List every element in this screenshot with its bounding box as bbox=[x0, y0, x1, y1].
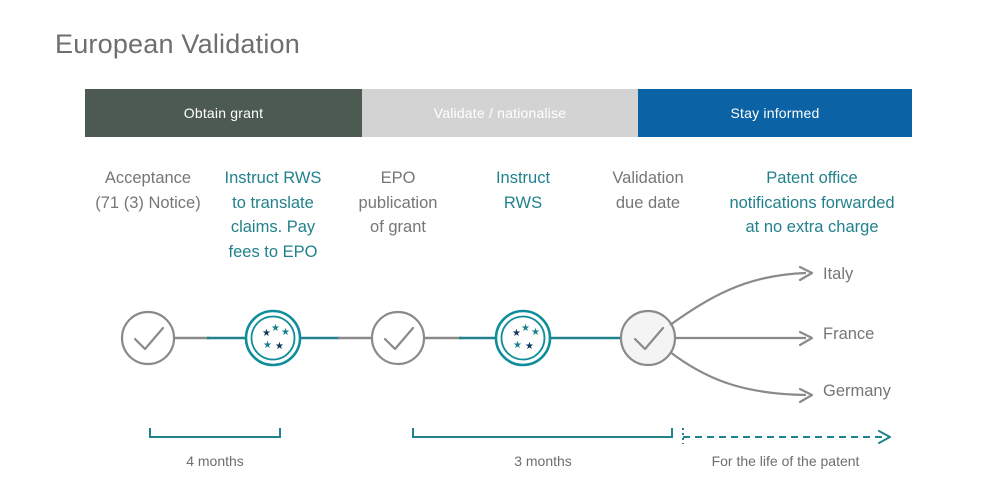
svg-text:★: ★ bbox=[275, 341, 284, 352]
eu-stars-icon: ★ ★ ★ ★ ★ bbox=[512, 323, 540, 352]
svg-text:★: ★ bbox=[262, 328, 271, 339]
arrowhead-icon bbox=[798, 330, 814, 347]
duration-label-4-months: 4 months bbox=[186, 453, 244, 469]
phase-segment-validate-nationalise[interactable]: Validate / nationalise bbox=[362, 89, 638, 137]
duration-label-life-of-patent: For the life of the patent bbox=[711, 453, 860, 469]
duration-label-3-months: 3 months bbox=[514, 453, 572, 469]
duration-bracket-4-months bbox=[149, 428, 281, 438]
svg-text:★: ★ bbox=[525, 341, 534, 352]
milestone-check-circle-3[interactable] bbox=[619, 309, 677, 367]
svg-text:★: ★ bbox=[263, 340, 272, 351]
branch-label-italy: Italy bbox=[823, 265, 854, 283]
arrowhead-icon bbox=[798, 265, 814, 282]
svg-text:★: ★ bbox=[281, 327, 290, 338]
step-caption-acceptance: Acceptance(71 (3) Notice) bbox=[95, 169, 201, 212]
svg-text:★: ★ bbox=[512, 328, 521, 339]
arrowhead-icon bbox=[878, 430, 891, 444]
milestone-eu-stars-circle-2[interactable]: ★ ★ ★ ★ ★ bbox=[494, 309, 552, 367]
phase-bar: Obtain grant Validate / nationalise Stay… bbox=[85, 89, 912, 137]
phase-segment-stay-informed[interactable]: Stay informed bbox=[638, 89, 912, 137]
branch-label-germany: Germany bbox=[823, 382, 891, 400]
page-title: European Validation bbox=[55, 29, 300, 59]
check-icon bbox=[383, 326, 415, 351]
branch-arrow-italy bbox=[669, 265, 814, 326]
check-icon bbox=[133, 326, 165, 351]
branch-arrow-germany bbox=[669, 351, 814, 404]
svg-text:★: ★ bbox=[531, 327, 540, 338]
branch-label-france: France bbox=[823, 325, 875, 343]
check-icon bbox=[633, 326, 665, 351]
eu-stars-icon: ★ ★ ★ ★ ★ bbox=[262, 323, 290, 352]
arrowhead-icon bbox=[798, 387, 814, 404]
phase-segment-obtain-grant[interactable]: Obtain grant bbox=[85, 89, 362, 137]
svg-text:★: ★ bbox=[513, 340, 522, 351]
branch-arrow-france bbox=[676, 330, 814, 347]
svg-text:★: ★ bbox=[521, 323, 530, 334]
milestone-check-circle-1[interactable] bbox=[120, 310, 176, 366]
svg-text:★: ★ bbox=[271, 323, 280, 334]
milestone-eu-stars-circle-1[interactable]: ★ ★ ★ ★ ★ bbox=[244, 309, 302, 367]
duration-bracket-3-months bbox=[412, 428, 673, 438]
duration-dashed-arrow-life-of-patent bbox=[682, 428, 891, 444]
milestone-check-circle-2[interactable] bbox=[370, 310, 426, 366]
